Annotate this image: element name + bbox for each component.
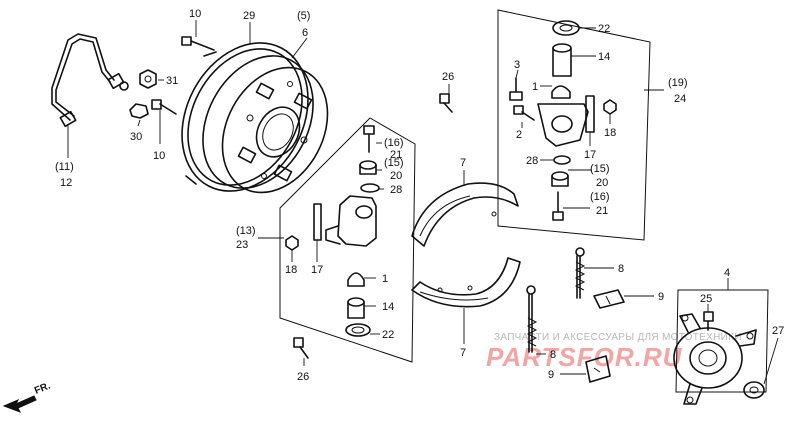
label-23: 23 [236,239,248,251]
label-19: (19) [668,77,688,89]
brake-shoe-lower [411,257,521,308]
group-frame-23 [279,117,416,363]
label-3: 3 [514,59,520,71]
screw-2 [513,105,535,121]
label-17-right: 17 [584,149,596,161]
label-10-top: 10 [189,8,201,20]
label-13: (13) [236,225,256,237]
brake-drum [181,42,314,192]
bolt-26-upper [439,93,453,113]
label-28-left: 28 [390,184,402,196]
label-14-right: 14 [598,51,610,63]
label-21-right: 21 [596,205,608,217]
label-10-lower: 10 [153,150,165,162]
wheel-cylinder-right [537,103,589,147]
label-2: 2 [516,129,522,141]
label-6: 6 [302,27,308,39]
label-15-right: (15) [590,163,610,175]
label-12: 12 [60,177,72,189]
callout-labels: 10 29 (5) 6 31 30 10 (11) 12 26 (16) 21 … [55,8,784,383]
label-8-upper: 8 [618,263,624,275]
label-22-right: 22 [598,23,610,35]
label-14-left: 14 [382,301,394,313]
label-17-left: 17 [311,264,323,276]
bleeder-screw-21-right [552,191,564,221]
label-29: 29 [243,10,255,22]
pad-9-lower [585,355,611,383]
spring-8-lower [526,285,538,353]
nut-27 [743,381,765,399]
boot-1-left [347,272,365,287]
watermark-caption: ЗАПЧАСТИ И АКСЕССУАРЫ ДЛЯ МОТОТЕХНИКИ [494,332,742,343]
bracket-17-left [313,203,322,241]
label-8-lower: 8 [550,349,556,361]
group-frame-24 [497,9,651,241]
label-20-left: 20 [390,170,402,182]
label-5: (5) [297,10,310,22]
label-28-right: 28 [526,155,538,167]
label-25: 25 [700,293,712,305]
label-1-right: 1 [532,81,538,93]
cap-20-right [551,171,569,187]
label-24: 24 [674,93,686,105]
washer-28-right [553,155,571,165]
cap-20-left [359,160,377,175]
label-1-left: 1 [382,273,388,285]
bolt-30-10-lower [129,99,177,119]
hub-4 [673,313,757,405]
bolt-18-left [285,235,299,251]
label-18-right: 18 [604,127,616,139]
label-9-lower: 9 [548,369,554,381]
brake-shoe-upper [411,182,519,247]
leader-lines [67,20,779,385]
label-26-upper: 26 [442,71,454,83]
bleeder-3 [509,77,523,101]
label-9-upper: 9 [658,291,664,303]
label-11: (11) [55,161,74,173]
label-4: 4 [724,267,730,279]
front-direction-label: FR. [33,380,52,396]
label-21-left: 21 [390,149,402,161]
label-30: 30 [130,131,142,143]
bolt-10-top [181,36,215,51]
label-27: 27 [772,325,784,337]
seal-22-right [552,20,580,36]
bleeder-screw-21-left [363,125,375,153]
label-22-left: 22 [382,329,394,341]
seal-22-left [345,323,371,337]
bolt-26-lower [293,337,309,359]
front-direction-arrow: FR. [2,380,52,413]
label-31: 31 [166,75,178,87]
spring-8-upper [574,247,586,299]
bolt-18-right [603,99,617,115]
boot-1-right [551,85,571,99]
washer-28-left [360,183,380,193]
bolt-25 [703,311,714,331]
pad-9-upper [593,289,625,309]
label-26-lower: 26 [297,371,309,383]
wheel-cylinder-left [325,195,377,247]
brake-panel [221,66,329,194]
label-15-left: (15) [384,157,404,169]
label-18-left: 18 [285,264,297,276]
nut-31 [139,69,157,89]
label-7-upper: 7 [460,157,466,169]
label-7-lower: 7 [460,347,466,359]
group-frame-4 [675,289,769,393]
label-16-right: (16) [590,191,610,203]
piston-14-right [552,43,572,77]
watermark-brand: PARTSFOR.RU [486,342,683,372]
brake-pipe [51,33,129,128]
label-16-left: (16) [384,137,404,149]
label-20-right: 20 [596,177,608,189]
piston-14-left [347,297,365,319]
